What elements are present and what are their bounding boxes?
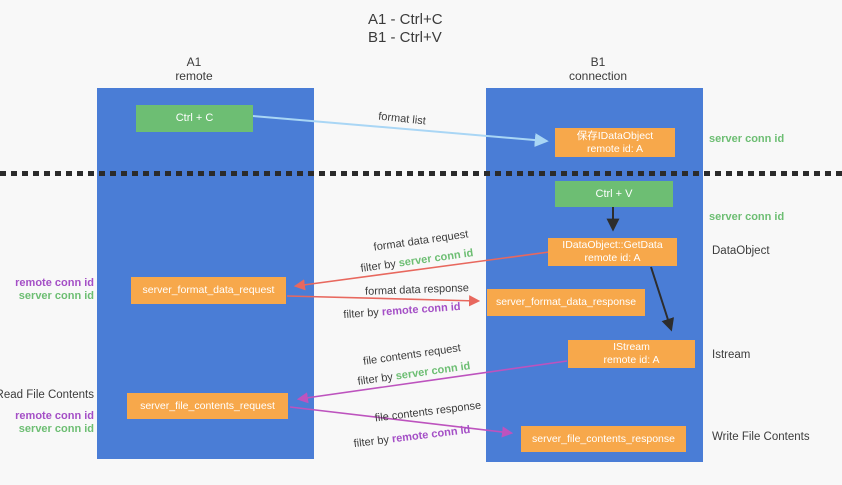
lane-b1-name: B1 — [590, 55, 606, 69]
node-format-response-label: server_format_data_response — [495, 296, 637, 308]
filter-by-text: filter by — [353, 433, 393, 451]
node-istream: IStream remote id: A — [568, 340, 695, 368]
node-getdata-line1: IDataObject::GetData — [562, 239, 663, 251]
right-dataobject-label: DataObject — [712, 245, 770, 257]
node-istream-line2: remote id: A — [603, 354, 660, 366]
left-format-conn-ids: remote conn id server conn id — [15, 277, 94, 302]
left-format-server-conn-id: server conn id — [18, 289, 94, 302]
left-read-file-contents: Read File Contents — [0, 389, 94, 401]
label-file-contents-response: file contents response — [374, 399, 482, 425]
label-format-list: format list — [377, 110, 427, 128]
node-ctrl-c-label: Ctrl + C — [175, 112, 214, 124]
filter-by-text: filter by — [343, 306, 383, 322]
node-istream-line1: IStream — [613, 341, 650, 353]
lane-header-b1: B1 connection — [533, 55, 663, 83]
node-file-response-label: server_file_contents_response — [531, 432, 675, 445]
node-server-format-data-response: server_format_data_response — [487, 289, 645, 316]
right-server-conn-id-mid: server conn id — [709, 211, 785, 223]
node-server-format-data-request: server_format_data_request — [131, 277, 286, 304]
page-title: A1 - Ctrl+C B1 - Ctrl+V — [368, 11, 443, 47]
left-format-remote-conn-id: remote conn id — [15, 277, 94, 289]
title-line-a1: A1 - Ctrl+C — [368, 11, 443, 28]
node-ctrl-c: Ctrl + C — [136, 105, 253, 132]
lane-header-a1: A1 remote — [129, 55, 259, 83]
node-file-request-label: server_file_contents_request — [140, 399, 275, 412]
node-idataobject-getdata: IDataObject::GetData remote id: A — [548, 238, 677, 266]
lane-a1-role: remote — [175, 69, 213, 83]
lane-b1-role: connection — [568, 69, 628, 83]
label-format-data-response-filter: filter by remote conn id — [343, 301, 461, 321]
left-file-conn-ids: remote conn id server conn id — [15, 410, 94, 435]
filter-by-text: filter by — [356, 370, 397, 388]
label-format-data-response: format data response — [364, 282, 470, 298]
filter-key-server-conn-id: server conn id — [397, 247, 475, 270]
node-ctrl-v-label: Ctrl + V — [595, 187, 633, 200]
node-format-request-label: server_format_data_request — [142, 284, 275, 296]
right-istream-label: Istream — [712, 349, 751, 361]
node-save-line2: remote id: A — [586, 142, 644, 155]
filter-key-remote-conn-id: remote conn id — [391, 423, 471, 446]
node-server-file-contents-response: server_file_contents_response — [521, 426, 686, 452]
title-line-b1: B1 - Ctrl+V — [368, 29, 442, 46]
node-getdata-line2: remote id: A — [584, 252, 641, 264]
lane-a1-name: A1 — [186, 55, 202, 69]
node-server-file-contents-request: server_file_contents_request — [127, 393, 288, 419]
node-save-line1: 保存IDataObject — [576, 129, 654, 142]
node-ctrl-v: Ctrl + V — [555, 181, 673, 207]
filter-by-text: filter by — [359, 257, 400, 275]
label-file-contents-response-filter: filter by remote conn id — [353, 424, 471, 450]
right-server-conn-id-top: server conn id — [709, 133, 785, 145]
left-file-remote-conn-id: remote conn id — [15, 410, 94, 422]
filter-key-server-conn-id: server conn id — [394, 360, 472, 383]
filter-key-remote-conn-id: remote conn id — [381, 300, 461, 319]
node-save-idataobject: 保存IDataObject remote id: A — [555, 128, 675, 157]
right-write-file-contents: Write File Contents — [712, 431, 810, 443]
left-file-server-conn-id: server conn id — [18, 422, 94, 435]
